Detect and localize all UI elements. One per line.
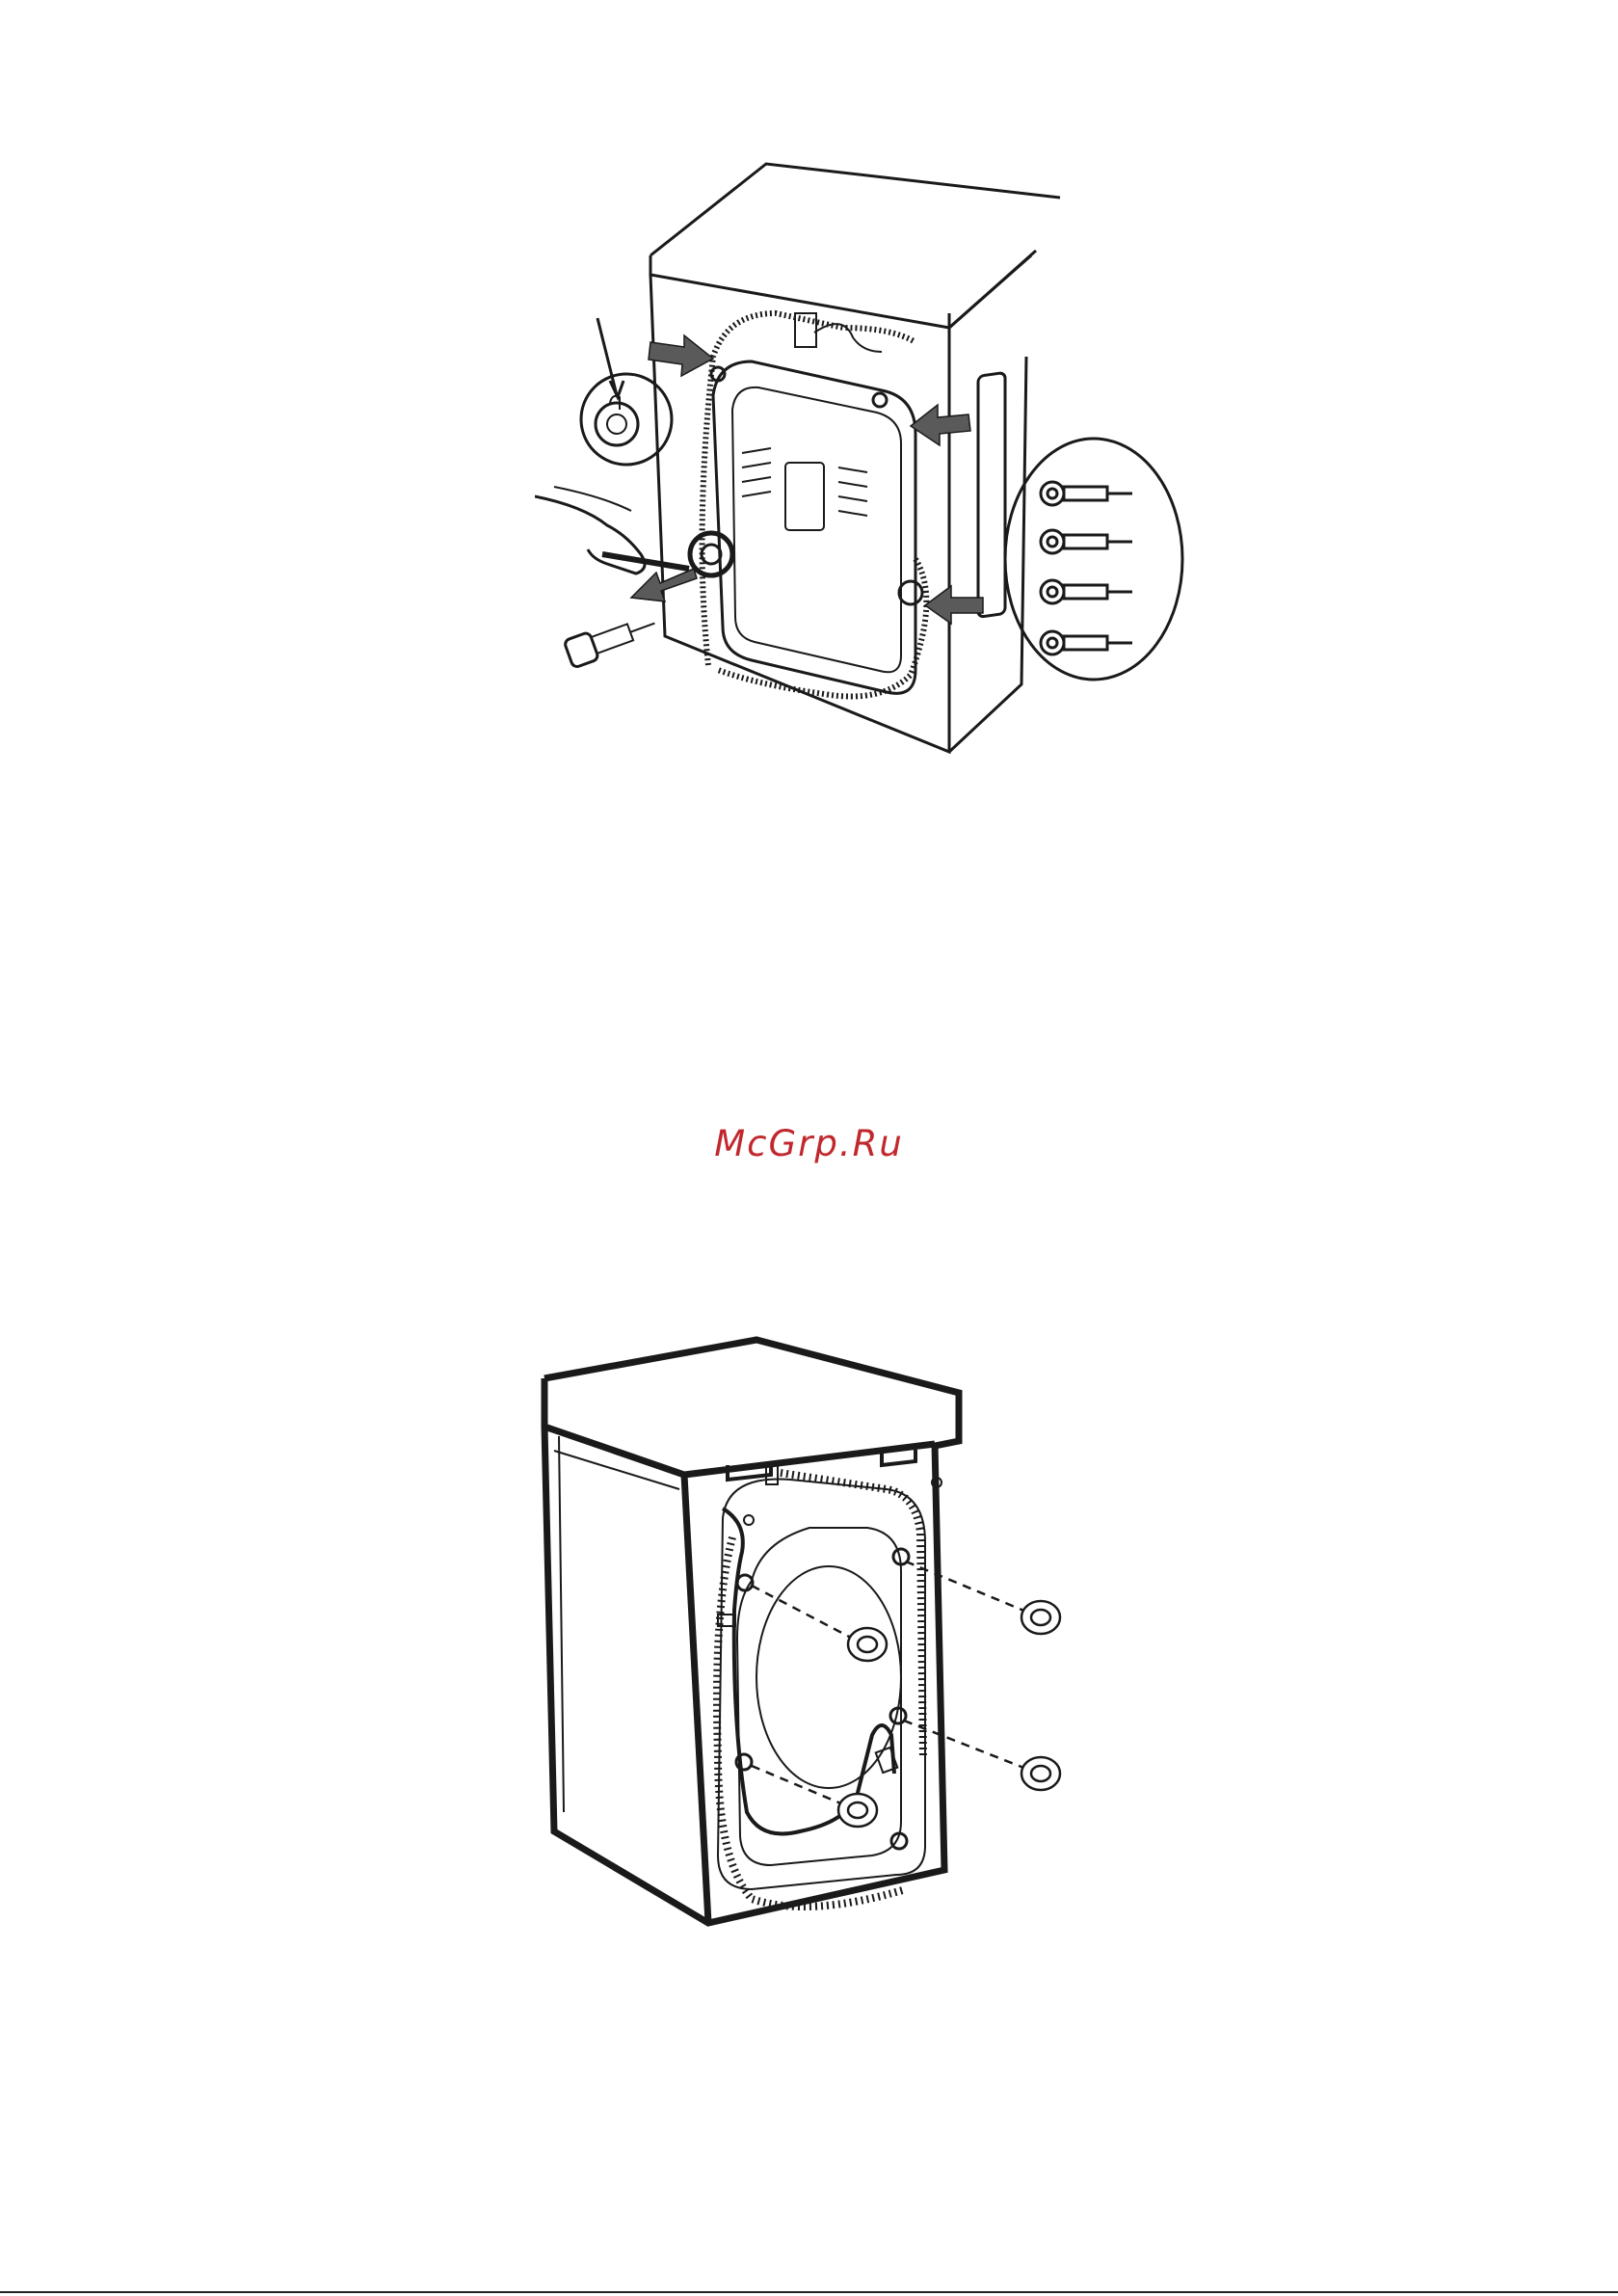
- watermark-text: McGrp.Ru: [0, 1123, 1618, 1164]
- washer-back-diagram: [535, 145, 1200, 771]
- direction-arrows: [631, 335, 983, 624]
- washer-back-caps-diagram: [520, 1321, 1099, 1928]
- hole-caps-insertion-illustration: [520, 1321, 1099, 1928]
- transit-bolt-removal-illustration: [535, 145, 1200, 771]
- hole-caps: [838, 1601, 1060, 1827]
- page-bottom-rule: [0, 2291, 1618, 2293]
- transit-bolt-set: [1041, 482, 1132, 654]
